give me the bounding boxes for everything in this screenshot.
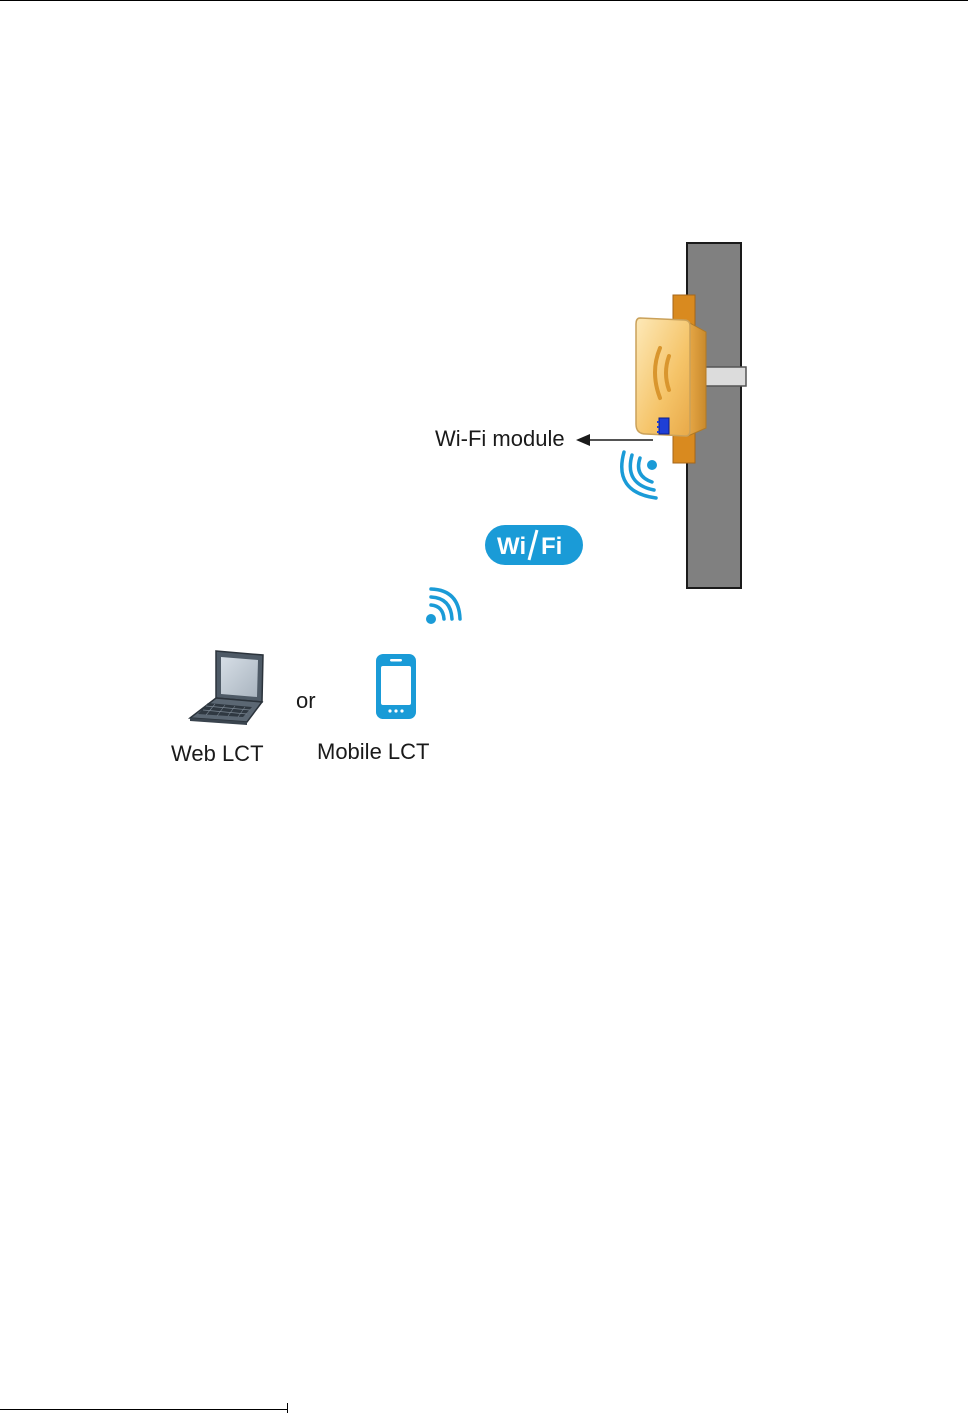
wifi-badge-right-text: Fi (541, 533, 562, 560)
wifi-module-label: Wi-Fi module (435, 428, 565, 450)
wifi-badge-icon: Wi Fi (485, 525, 583, 565)
outdoor-unit-icon (636, 318, 706, 436)
module-pointer-arrow (576, 434, 653, 446)
wifi-badge-left-text: Wi (497, 533, 526, 560)
wifi-module-icon (657, 418, 669, 434)
or-label: or (296, 690, 316, 712)
wifi-signal-terminal-icon (426, 589, 460, 624)
footnote-rule-tick (287, 1403, 288, 1413)
mobile-lct-label: Mobile LCT (317, 741, 429, 763)
footnote-rule (0, 1409, 287, 1410)
laptop-icon (190, 651, 263, 725)
wifi-signal-device-icon (622, 452, 657, 498)
web-lct-label: Web LCT (171, 743, 264, 765)
mounting-bar (700, 367, 746, 386)
mobile-phone-icon (376, 654, 416, 719)
